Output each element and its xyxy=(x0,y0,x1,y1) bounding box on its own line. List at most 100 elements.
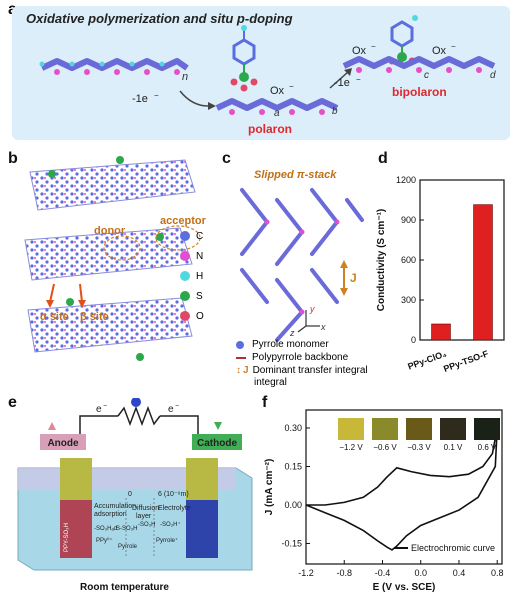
svg-text:−: − xyxy=(103,403,107,410)
pi-stack-layer-1 xyxy=(29,159,196,211)
panel-label-a: a xyxy=(8,1,17,18)
acceptor-label: acceptor xyxy=(160,215,207,227)
polaron-label: polaron xyxy=(248,122,292,136)
beta-site-label: β site xyxy=(80,311,109,323)
y-tick-label: 0.15 xyxy=(284,461,302,471)
svg-text:−: − xyxy=(289,82,294,91)
oxygen-atom-icon xyxy=(180,311,190,321)
panel-a-scheme: Oxidative polymerization and situ p-dopi… xyxy=(12,6,510,140)
y-tick-label: 1200 xyxy=(396,175,416,185)
oxidation-arrow-1 xyxy=(179,90,209,107)
swatch-label: −1.2 V xyxy=(339,443,363,452)
index-c: c xyxy=(424,70,429,81)
down-arrow-icon xyxy=(214,422,222,430)
panel-a-background xyxy=(12,6,510,140)
index-b: b xyxy=(332,106,338,117)
x-tick-label: 0.8 xyxy=(491,568,504,578)
svg-text:−: − xyxy=(371,42,376,51)
acceptor-highlight xyxy=(155,225,201,251)
x-tick-label: 0.0 xyxy=(414,568,427,578)
up-arrow-icon xyxy=(48,422,56,430)
index-d: d xyxy=(490,70,496,81)
panel-label-e: e xyxy=(8,394,17,411)
donor-highlight xyxy=(103,235,141,261)
svg-text:Diffusion: Diffusion xyxy=(132,505,159,512)
legend-pyrrole-monomer: Pyrrole monomer xyxy=(236,338,386,351)
y-tick-label: 0.30 xyxy=(284,423,302,433)
tosylate-anion-1 xyxy=(230,25,258,92)
y-tick-label: -0.15 xyxy=(281,538,302,548)
y-tick-label: 300 xyxy=(401,295,416,305)
alpha-site-label: α site xyxy=(40,311,69,323)
x-axis-label: E (V vs. SCE) xyxy=(373,582,436,593)
y-tick-label: 0 xyxy=(411,335,416,345)
svg-text:layer: layer xyxy=(136,513,152,520)
step2-label: -1e xyxy=(334,77,350,89)
y-tick-label: 600 xyxy=(401,255,416,265)
legend-backbone: Polypyrrole backbone xyxy=(236,351,386,364)
swatch-4 xyxy=(474,418,500,440)
svg-text:Pyrrole: Pyrrole xyxy=(118,544,138,550)
panel-b-stack: acceptor donor α site β site xyxy=(24,156,207,361)
legend-item-c: C xyxy=(180,226,220,246)
x-tick-label: -0.4 xyxy=(375,568,391,578)
x-category-label: PPy-ClO₄ xyxy=(406,348,447,371)
cv-curve xyxy=(305,427,498,551)
room-temperature-caption: Room temperature xyxy=(80,582,169,593)
ox-label-1: Ox xyxy=(270,85,285,97)
panel-c-stack: Slipped π-stack J y x z xyxy=(240,169,364,342)
panel-label-f: f xyxy=(262,394,268,411)
y-axis-label: J (mA cm⁻²) xyxy=(264,459,275,516)
panel-c-legend: Pyrrole monomer Polypyrrole backbone ↕ J… xyxy=(236,338,386,388)
bipolaron-chain xyxy=(342,56,496,73)
svg-text:y: y xyxy=(309,304,315,314)
slipped-stack-title: Slipped π-stack xyxy=(254,169,337,181)
hydrogen-atom-icon xyxy=(180,271,190,281)
polaron-chain xyxy=(215,98,339,115)
cv-series-line xyxy=(305,427,498,551)
svg-text:adsorption: adsorption xyxy=(94,511,127,518)
legend-item-h: H xyxy=(180,266,220,286)
x-category-label: PPy-TSO-F xyxy=(442,348,490,374)
svg-text:Anode: Anode xyxy=(47,438,79,449)
j-label: J xyxy=(350,271,357,285)
svg-text:e: e xyxy=(168,404,174,415)
swatch-2 xyxy=(406,418,432,440)
swatch-3 xyxy=(440,418,466,440)
panel-label-c: c xyxy=(222,150,231,167)
legend-transfer-integral-cont: integral xyxy=(254,377,287,388)
legend-item-s: S xyxy=(180,286,220,306)
svg-text:x: x xyxy=(320,322,326,332)
swatch-label: 0.1 V xyxy=(444,443,463,452)
svg-text:Electrolyte: Electrolyte xyxy=(158,505,191,512)
x-tick-label: 0.4 xyxy=(453,568,466,578)
bar-chart-bars xyxy=(431,204,493,341)
legend-transfer-integral: ↕ J Dominant transfer integral xyxy=(236,365,368,376)
svg-text:Pyrrole⁺: Pyrrole⁺ xyxy=(156,537,178,544)
svg-text:-SO₃Hₐd: -SO₃Hₐd xyxy=(94,526,117,532)
index-n: n xyxy=(182,71,188,83)
sulfur-atom-icon xyxy=(180,291,190,301)
panel-label-b: b xyxy=(8,150,18,167)
cv-legend: Electrochromic curve xyxy=(394,543,495,553)
panel-label-d: d xyxy=(378,150,388,167)
oxidation-arrow-2 xyxy=(329,71,349,89)
plot-frame xyxy=(305,409,503,565)
x-tick-label: -0.8 xyxy=(336,568,352,578)
ox-label-3: Ox xyxy=(432,45,447,57)
svg-text:z: z xyxy=(289,328,295,338)
swatch-1 xyxy=(372,418,398,440)
svg-text:S-SO₃H: S-SO₃H xyxy=(116,526,137,532)
ox-label-2: Ox xyxy=(352,45,367,57)
legend-item-n: N xyxy=(180,246,220,266)
pi-stack-layer-2 xyxy=(24,227,193,281)
bipolaron-label: bipolaron xyxy=(392,85,447,99)
swatch-label: −0.3 V xyxy=(407,443,431,452)
svg-text:e: e xyxy=(96,404,102,415)
anode-tag xyxy=(40,434,86,450)
panel-a-title: Oxidative polymerization and situ p-dopi… xyxy=(26,11,293,26)
carbon-atom-icon xyxy=(180,231,190,241)
bar-0 xyxy=(431,323,451,341)
